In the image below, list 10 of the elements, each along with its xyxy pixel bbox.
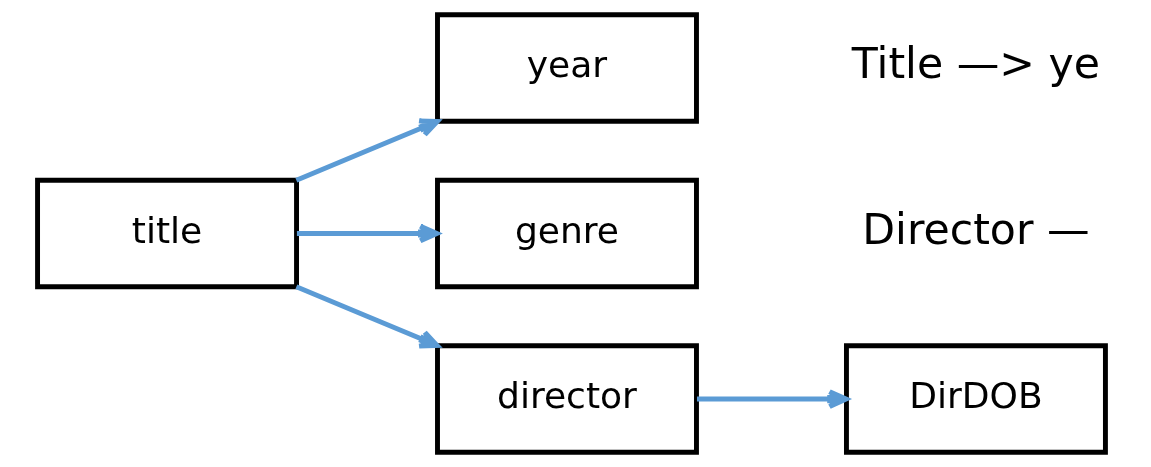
node-box: director [434,343,699,455]
node-box: DirDOB [843,343,1108,455]
label: Title —> ye [851,38,1100,89]
node-box: title [34,177,299,290]
arrow [294,284,440,349]
node-box: year [434,12,699,124]
label: Director — [861,203,1090,254]
arrow [294,118,440,183]
arrow [696,389,849,409]
node-box: genre [434,177,699,290]
